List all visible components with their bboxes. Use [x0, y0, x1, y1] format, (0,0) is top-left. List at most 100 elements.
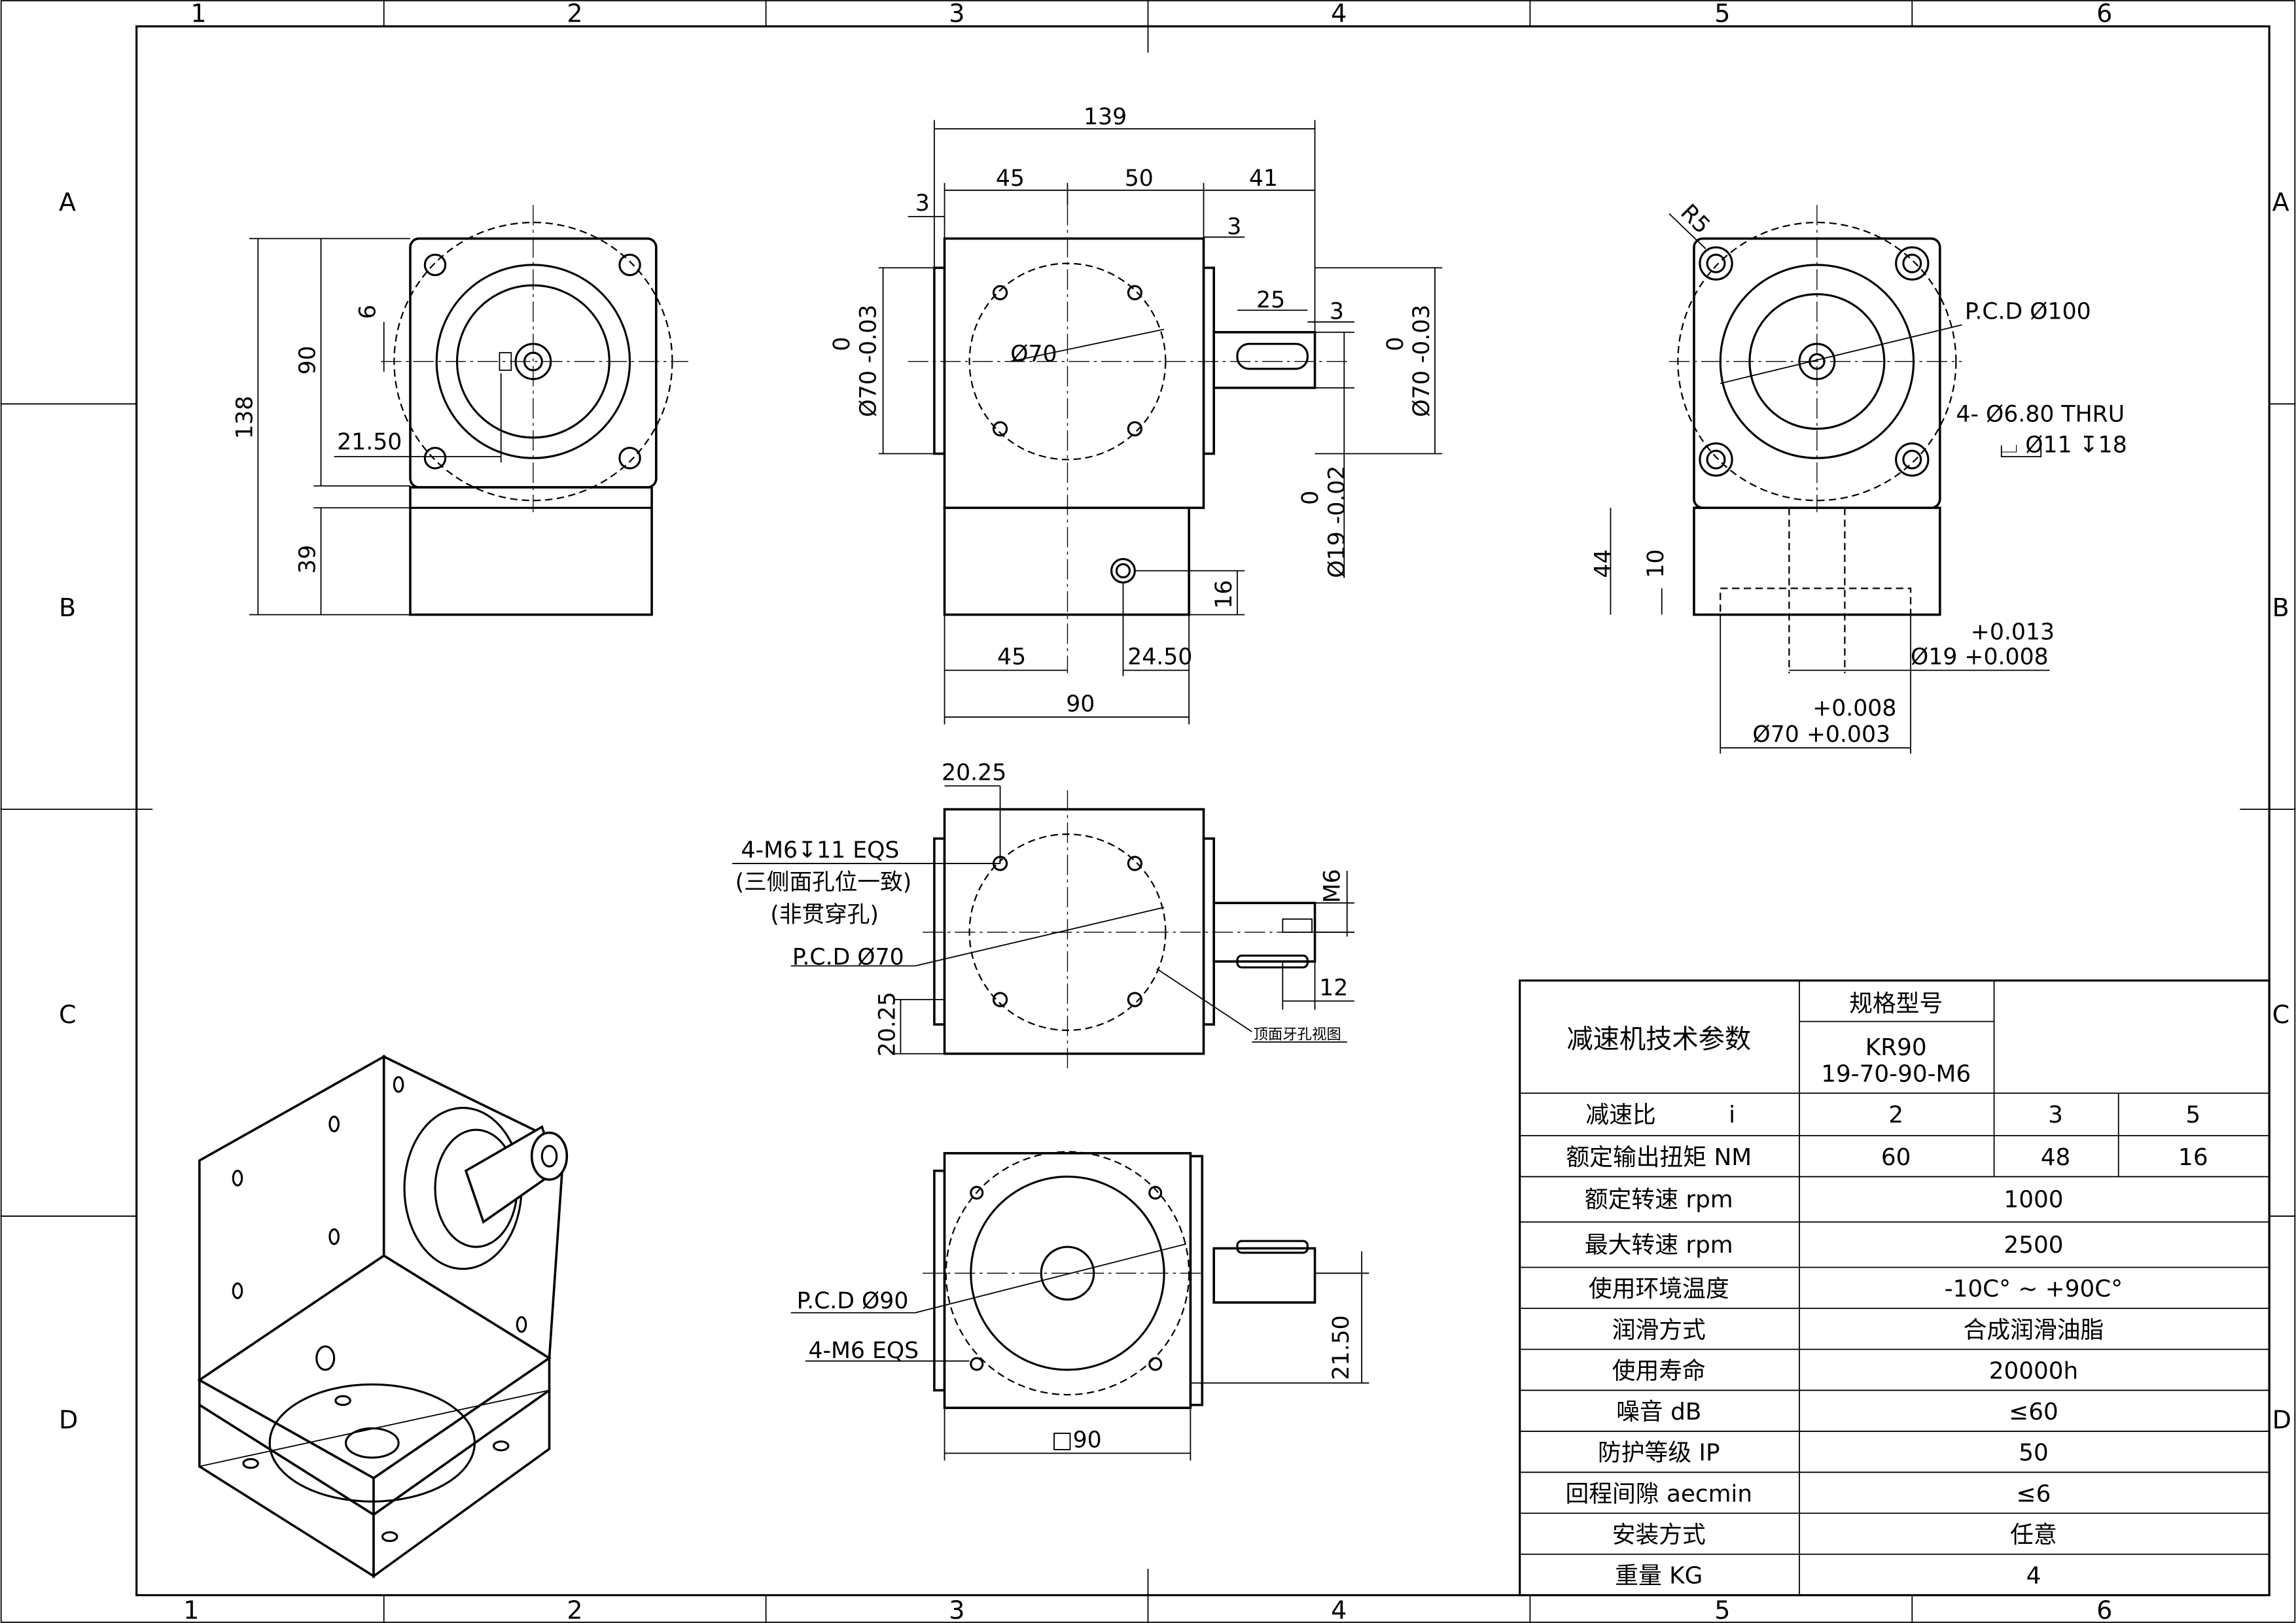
row-label: 额定转速 rpm: [1585, 1187, 1733, 1213]
top-holes-view: 20.25 4-M6↧11 EQS (三侧面孔位一致) (非贯穿孔) P.C.D…: [732, 759, 1354, 1069]
row-value: 50: [2019, 1440, 2049, 1467]
label-4-m6-eqs-bottom: 4-M6 EQS: [808, 1338, 919, 1364]
zone-row-d-right: D: [2272, 1405, 2291, 1434]
tol-19-upper: +0.013: [1971, 620, 2055, 646]
mount-hole: [618, 253, 641, 277]
label-pcd-90: P.C.D Ø90: [797, 1288, 909, 1314]
dim-44: 44: [1590, 550, 1616, 578]
row-value: 任意: [2010, 1522, 2057, 1548]
zone-col-3-bottom: 3: [949, 1596, 964, 1623]
row-value: 合成润滑油脂: [1964, 1317, 2104, 1344]
zone-col-5: 5: [1714, 0, 1730, 28]
dim-dia19-tol: Ø19 +0.008: [1911, 644, 2049, 671]
ratio-value: 3: [2048, 1102, 2063, 1128]
zone-col-1: 1: [190, 0, 206, 28]
model-name: KR90: [1865, 1034, 1927, 1061]
dim-dia70-right: Ø70 -0.03: [1409, 305, 1435, 417]
dim-tol-0-left: 0: [829, 337, 855, 351]
label-non-through: (非贯穿孔): [770, 901, 879, 928]
dim-dia70-left: Ø70 -0.03: [855, 305, 881, 417]
torque-value: 60: [1881, 1144, 1911, 1171]
dim-24-50: 24.50: [1127, 644, 1192, 671]
row-label: 使用环境温度: [1589, 1276, 1729, 1302]
label-r5: R5: [1675, 200, 1715, 239]
dim-45-top: 45: [996, 166, 1025, 192]
dim-20-25-top: 20.25: [942, 759, 1006, 786]
dim-39: 39: [295, 545, 321, 574]
zone-col-2-bottom: 2: [567, 1596, 582, 1623]
dim-tol-0-right: 0: [1383, 337, 1409, 351]
spec-table: 减速机技术参数 规格型号 KR90 19-70-90-M6 减速比 i 2 3 …: [1519, 979, 2270, 1597]
dim-21-50-bottom: 21.50: [1328, 1315, 1354, 1380]
output-flange-view: R5 P.C.D Ø100 4- Ø6.80 THRU ⌴ Ø11 ↧18 44…: [1590, 200, 2127, 754]
zone-col-5-bottom: 5: [1714, 1596, 1730, 1623]
row-label: 噪音 dB: [1616, 1399, 1701, 1425]
dim-dia19: Ø19 -0.02: [1324, 466, 1350, 578]
dim-3-left: 3: [915, 190, 930, 217]
zone-row-c: C: [59, 1000, 77, 1029]
mount-hole: [618, 447, 641, 470]
front-flange-view: 138 90 39 6 21.50: [232, 205, 689, 616]
dim-12: 12: [1319, 975, 1348, 1001]
dim-16: 16: [1211, 580, 1237, 609]
dim-45-bottom: 45: [997, 644, 1026, 671]
torque-value: 48: [2041, 1144, 2071, 1171]
label-4-m6-eqs: 4-M6↧11 EQS: [741, 837, 900, 864]
bottom-view: P.C.D Ø90 4-M6 EQS 21.50 □90: [790, 1151, 1369, 1461]
zone-row-b-right: B: [2272, 593, 2289, 622]
dim-21-50: 21.50: [337, 429, 402, 455]
torque-value: 16: [2178, 1144, 2208, 1171]
mount-hole: [423, 447, 447, 470]
zone-col-3: 3: [949, 0, 964, 28]
label-hole-thru: 4- Ø6.80 THRU: [1956, 401, 2125, 427]
label-top-thread-view: 顶面牙孔视图: [1254, 1026, 1341, 1043]
row-label: 防护等级 IP: [1598, 1440, 1720, 1467]
label-pcd-100: P.C.D Ø100: [1965, 299, 2091, 325]
zone-row-a-right: A: [2272, 188, 2289, 217]
dim-6: 6: [355, 305, 381, 319]
row-label: 重量 KG: [1615, 1563, 1703, 1590]
dim-50: 50: [1125, 166, 1154, 192]
dim-25: 25: [1256, 287, 1285, 313]
dim-90: 90: [295, 346, 321, 375]
dim-90: 90: [1066, 691, 1095, 717]
dim-square-90: □90: [1051, 1427, 1102, 1454]
zone-col-4-bottom: 4: [1331, 1596, 1347, 1623]
dim-20-25-side: 20.25: [874, 992, 900, 1056]
zone-col-6-bottom: 6: [2096, 1596, 2112, 1623]
side-view: 139 45 50 41 3 3 25 3 0 Ø70 -0.03 Ø70 0 …: [829, 104, 1443, 725]
row-label: 润滑方式: [1612, 1317, 1706, 1344]
row-label: 使用寿命: [1612, 1357, 1706, 1384]
dim-3-right: 3: [1227, 214, 1241, 240]
row-value: 1000: [2004, 1187, 2063, 1213]
row-value: 2500: [2004, 1232, 2063, 1259]
table-title: 减速机技术参数: [1566, 1024, 1751, 1055]
row-value: 20000h: [1989, 1357, 2079, 1384]
zone-row-a: A: [59, 188, 76, 217]
dim-dia70-tol: Ø70 +0.003: [1752, 722, 1890, 748]
zone-row-c-right: C: [2272, 1000, 2290, 1029]
dim-3-shaft: 3: [1330, 299, 1344, 325]
label-pcd-70: P.C.D Ø70: [792, 944, 904, 970]
ratio-label: 减速比: [1585, 1102, 1655, 1128]
row-label: 回程间隙 aecmin: [1565, 1480, 1752, 1507]
dim-dia70-pcd: Ø70: [1010, 341, 1057, 368]
zone-col-6: 6: [2096, 0, 2112, 28]
zone-row-b: B: [59, 593, 76, 622]
dim-tol-0-shaft: 0: [1298, 491, 1324, 505]
model-code: 19-70-90-M6: [1821, 1060, 1971, 1087]
dim-10: 10: [1643, 550, 1669, 578]
model-header: 规格型号: [1849, 990, 1943, 1017]
ratio-unit: i: [1729, 1102, 1735, 1128]
mount-hole: [423, 253, 447, 277]
label-counterbore: ⌴ Ø11 ↧18: [2000, 432, 2127, 458]
row-value: ≤60: [2009, 1399, 2058, 1425]
zone-col-4: 4: [1331, 0, 1347, 28]
label-three-side-holes: (三侧面孔位一致): [735, 869, 912, 896]
dim-138: 138: [232, 396, 258, 439]
dim-139: 139: [1084, 104, 1127, 130]
zone-col-2: 2: [567, 0, 582, 28]
zone-row-d: D: [59, 1405, 78, 1434]
zone-col-1-bottom: 1: [183, 1596, 199, 1623]
